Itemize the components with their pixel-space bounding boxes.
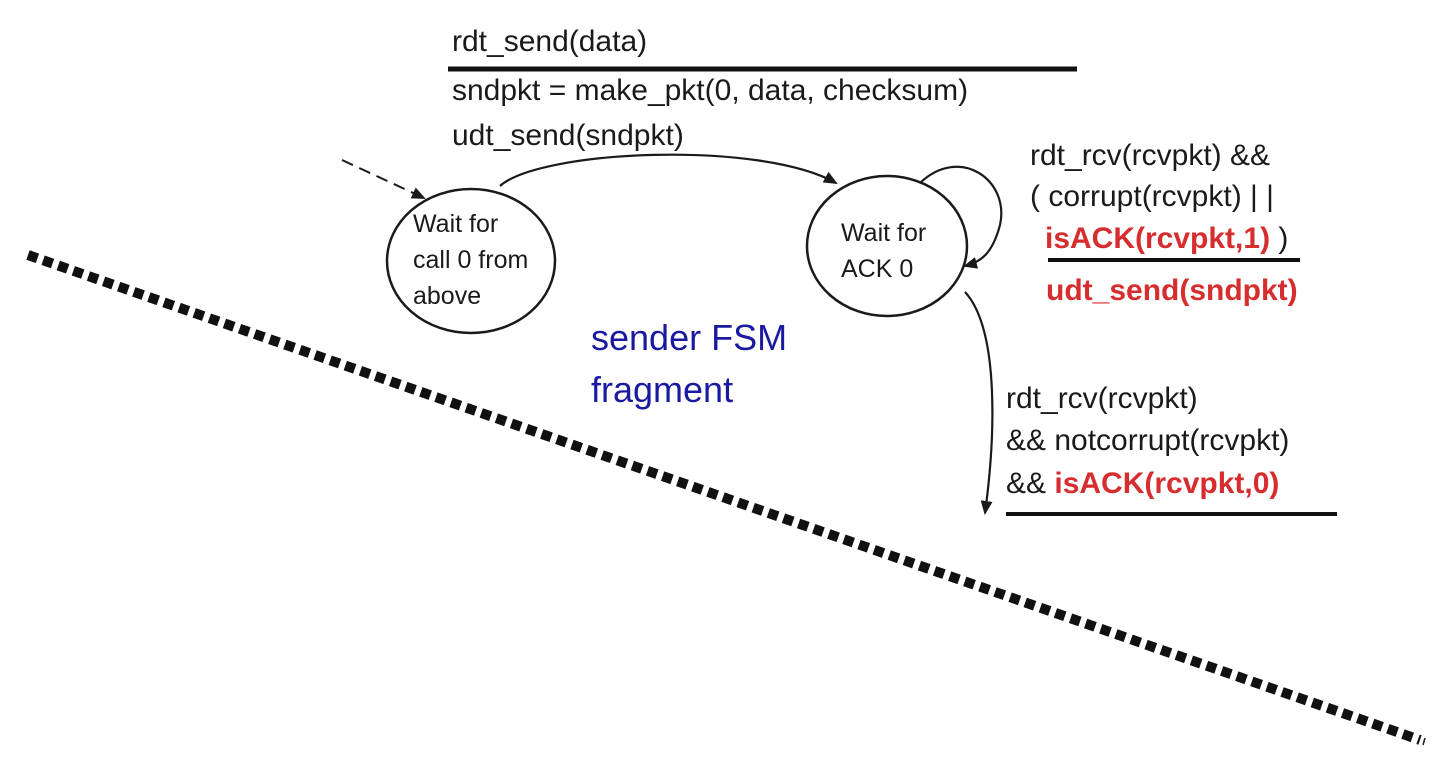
closing-paren: ) — [1270, 222, 1289, 255]
transition-send-action-2: udt_send(sndpkt) — [452, 119, 684, 152]
transition-ack-ok-event-2: && notcorrupt(rcvpkt) — [1006, 424, 1290, 457]
transition-send-event: rdt_send(data) — [452, 25, 648, 58]
state-label-line: Wait for — [413, 210, 499, 238]
highlight-isack-0: isACK(rcvpkt,0) — [1054, 467, 1280, 500]
transition-arrow-self-loop — [919, 165, 1003, 269]
state-label-line: Wait for — [841, 219, 927, 247]
state-label-wait-call-0: Wait for call 0 from above — [413, 206, 528, 314]
highlight-isack-1: isACK(rcvpkt,1) — [1045, 222, 1271, 255]
state-label-line: ACK 0 — [841, 255, 914, 283]
transition-retransmit-action: udt_send(sndpkt) — [1046, 274, 1298, 307]
transition-ack-ok-event-3: && isACK(rcvpkt,0) — [1006, 465, 1279, 503]
state-label-wait-ack-0: Wait for ACK 0 — [841, 215, 926, 287]
caption-line-2: fragment — [591, 369, 734, 410]
transition-send-action-1: sndpkt = make_pkt(0, data, checksum) — [452, 74, 969, 107]
transition-ack-ok-event-1: rdt_rcv(rcvpkt) — [1006, 382, 1198, 415]
state-label-line: above — [413, 282, 482, 310]
state-label-line: call 0 from — [413, 246, 529, 274]
transition-retransmit-event-3: isACK(rcvpkt,1) ) — [1045, 220, 1288, 258]
caption-line-1: sender FSM — [591, 317, 788, 358]
initial-state-arrow — [341, 159, 426, 199]
transition-retransmit-event-2: ( corrupt(rcvpkt) | | — [1030, 180, 1274, 213]
state-circle-wait-ack-0 — [805, 174, 969, 318]
divider-dotted-line — [26, 250, 1422, 745]
transition-arrow-send — [499, 153, 838, 187]
state-circle-wait-call-0 — [385, 187, 557, 335]
stray-mark — [1422, 737, 1426, 746]
transition-retransmit-event-1: rdt_rcv(rcvpkt) && — [1030, 139, 1271, 172]
and-prefix: && — [1006, 467, 1055, 500]
transition-arrow-ack-ok — [964, 291, 994, 515]
